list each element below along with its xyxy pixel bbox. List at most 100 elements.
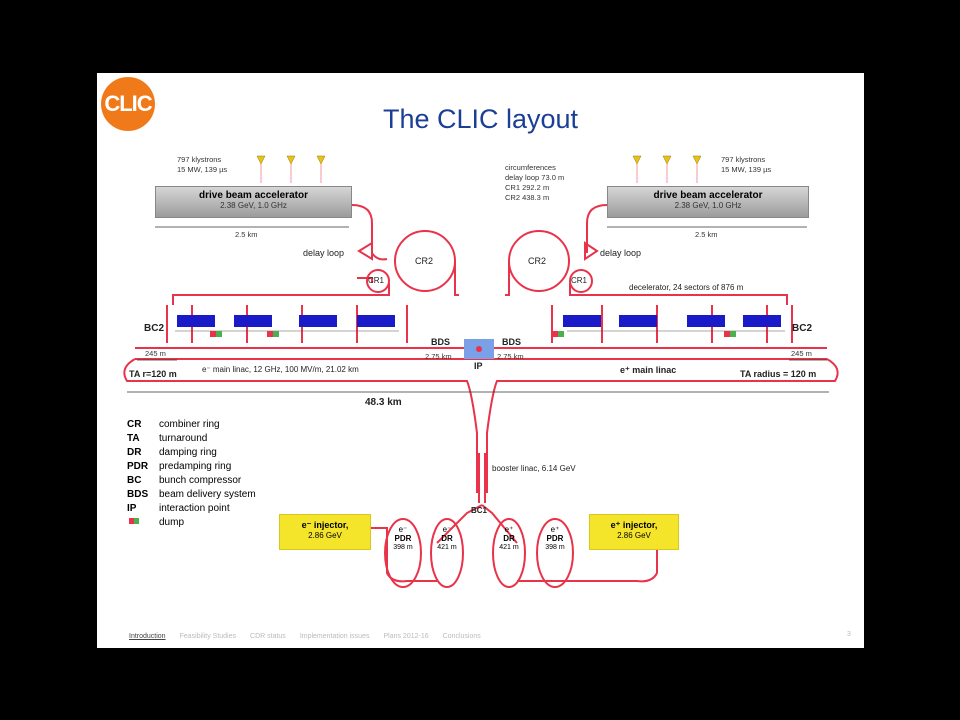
total-length-label: 48.3 km (365, 397, 402, 408)
ring-label: e⁺ PDR 398 m (541, 525, 569, 552)
legend-text: turnaround (159, 433, 208, 444)
klystron-icon (316, 155, 326, 165)
legend-key: BDS (127, 489, 149, 500)
decelerator-label: decelerator, 24 sectors of 876 m (629, 283, 744, 292)
left-return (127, 380, 478, 493)
left-dba-spec: 2.38 GeV, 1.0 GHz (220, 201, 287, 210)
dump-icon (216, 331, 222, 337)
linac-module (357, 315, 395, 327)
legend-key: CR (127, 419, 142, 430)
left-klystrons-label: 797 klystrons 15 MW, 139 µs (177, 155, 227, 175)
circumference-cr2: CR2 438.3 m (505, 193, 550, 202)
ta-right-label: TA radius = 120 m (740, 369, 817, 379)
left-drive-beam-line (351, 204, 388, 261)
footer-link[interactable]: Implementation issues (299, 633, 370, 640)
right-cr2-label: CR2 (528, 256, 547, 266)
left-delay-loop (357, 241, 373, 261)
legend-key: IP (127, 503, 137, 514)
ip-point (476, 346, 482, 352)
legend-key (127, 516, 159, 530)
right-cr1-ring (569, 269, 593, 293)
legend-key: DR (127, 447, 142, 458)
legend-row: BDS beam delivery system (127, 488, 256, 502)
ring-e-pdr (384, 518, 422, 588)
right-delay-loop-label: delay loop (600, 248, 642, 258)
bc2-left-label: BC2 (144, 323, 165, 334)
circumference-delay-loop: delay loop 73.0 m (505, 173, 565, 182)
dump-icon (724, 331, 730, 337)
slide: CLIC The CLIC layout (97, 73, 864, 648)
legend-dump-icon (129, 518, 134, 524)
right-injector-line (517, 527, 677, 583)
booster-linac-line (478, 453, 486, 503)
legend-key: PDR (127, 461, 149, 472)
footer-link[interactable]: Introduction (129, 633, 166, 640)
left-klystrons-count: 797 klystrons (177, 155, 222, 164)
left-drive-beam-accelerator: drive beam accelerator 2.38 GeV, 1.0 GHz (155, 186, 352, 218)
right-injector-energy: 2.86 GeV (617, 531, 651, 540)
ring-particle: e⁺ (550, 525, 560, 534)
linac-module (177, 315, 215, 327)
left-cr2-label: CR2 (415, 256, 434, 266)
len-245-right: 245 m (791, 349, 812, 358)
right-turnaround (777, 358, 839, 382)
footer-nav: Introduction Feasibility Studies CDR sta… (129, 633, 481, 640)
ring-particle: e⁻ (398, 525, 408, 534)
legend-text: dump (159, 517, 185, 528)
ring-name: PDR (394, 534, 412, 543)
len-245-left: 245 m (145, 349, 166, 358)
footer-link[interactable]: CDR status (250, 633, 286, 640)
legend-text: interaction point (159, 503, 230, 514)
dump-icon (267, 331, 273, 337)
linac-module (299, 315, 337, 327)
bc2-right-label: BC2 (792, 323, 813, 334)
left-injector-to-bc1 (436, 504, 483, 544)
left-cr1-label: CR1 (368, 276, 385, 285)
left-injector: e⁻ injector, 2.86 GeV (279, 514, 371, 550)
klystron-icon (662, 155, 672, 165)
left-cr1-ring (366, 269, 390, 293)
footer-link[interactable]: Plans 2012-16 (383, 633, 429, 640)
right-injector-to-bc1 (481, 504, 518, 544)
ring-label: e⁻ PDR 398 m (389, 525, 417, 552)
dump-icon (273, 331, 279, 337)
dump-icon (552, 331, 558, 337)
right-cr-to-linac-2 (505, 261, 510, 296)
circumference-cr1: CR1 292.2 m (505, 183, 550, 192)
ring-length: 421 m (437, 544, 457, 551)
right-dba-spec: 2.38 GeV, 1.0 GHz (674, 201, 742, 210)
booster-linac-label: booster linac, 6.14 GeV (492, 464, 576, 473)
legend-key: BC (127, 475, 142, 486)
right-klystrons-spec: 15 MW, 139 µs (721, 165, 772, 174)
bc1-label: BC1 (471, 506, 488, 515)
bds-right-label: BDS (502, 337, 522, 347)
legend-text: beam delivery system (159, 489, 256, 500)
left-drive-beam-to-linac (357, 277, 373, 283)
dump-icon (558, 331, 564, 337)
bds-left-label: BDS (431, 337, 451, 347)
ring-length: 398 m (545, 544, 565, 551)
main-linac-right-label: e⁺ main linac (620, 365, 677, 375)
right-klystrons-label: 797 klystrons 15 MW, 139 µs (721, 155, 771, 175)
right-drive-beam-line (586, 204, 608, 253)
footer-link[interactable]: Feasibility Studies (179, 633, 237, 640)
dump-icon (730, 331, 736, 337)
left-injector-name: e⁻ injector, (301, 520, 349, 530)
ring-particle: e⁺ (504, 525, 514, 534)
right-length-label: 2.5 km (695, 230, 718, 239)
clic-logo: CLIC (101, 77, 155, 131)
right-delay-loop (584, 241, 599, 261)
ip-label: IP (474, 361, 483, 371)
klystron-icon (286, 155, 296, 165)
left-injector-energy: 2.86 GeV (308, 531, 342, 540)
right-klystrons-count: 797 klystrons (721, 155, 766, 164)
ring-e-dr (430, 518, 464, 588)
footer-link[interactable]: Conclusions (442, 633, 481, 640)
main-linac-left-label: e⁻ main linac, 12 GHz, 100 MV/m, 21.02 k… (202, 365, 359, 374)
left-delay-loop-label: delay loop (303, 248, 345, 258)
